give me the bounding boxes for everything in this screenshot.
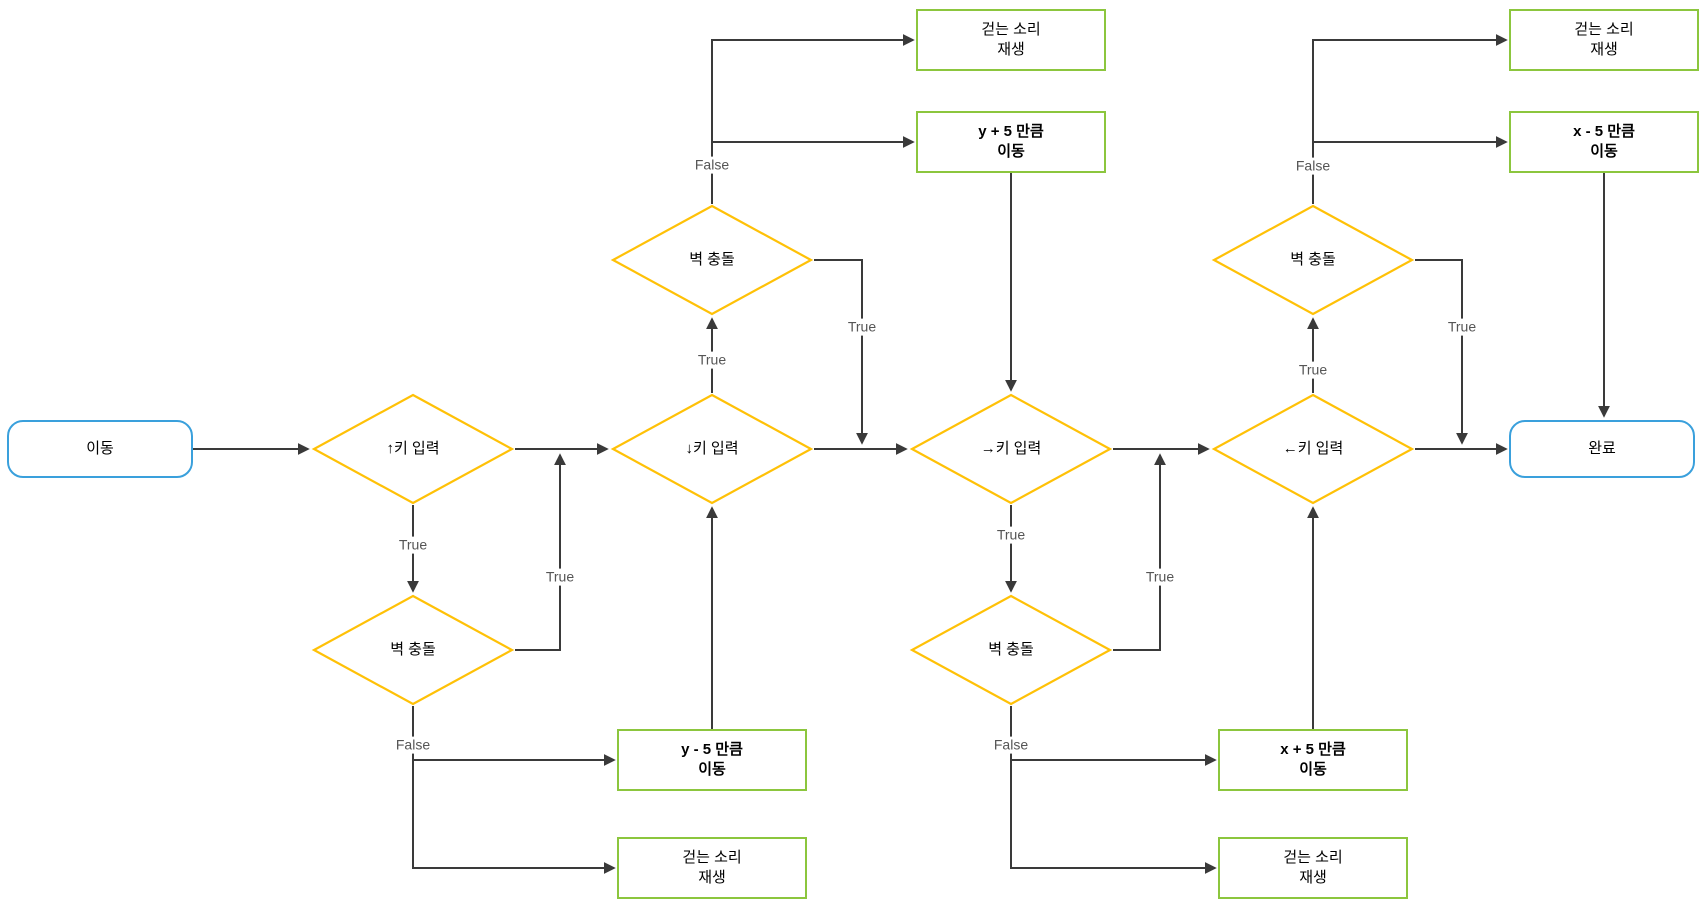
diamond-icon <box>610 204 814 316</box>
edge-wall-left-true-merge <box>1415 259 1468 445</box>
edge-label-wall-right-false: False <box>990 736 1032 754</box>
diamond-icon <box>909 594 1113 706</box>
node-left-key-decision[interactable]: ←키 입력 <box>1211 393 1415 505</box>
node-move-x-plus-label: x + 5 만큼 이동 <box>1280 740 1346 778</box>
node-up-key-decision[interactable]: ↑키 입력 <box>311 393 515 505</box>
node-move-y-minus-label: y - 5 만큼 이동 <box>681 740 743 778</box>
edge-wall-up-false-to-sound <box>412 706 616 874</box>
node-start-label: 이동 <box>86 439 114 457</box>
node-right-key-label: →키 입력 <box>980 439 1042 457</box>
node-move-x-minus-label: x - 5 만큼 이동 <box>1573 122 1635 160</box>
edge-label-wall-up-false: False <box>392 736 434 754</box>
node-play-sound-up[interactable]: 걷는 소리 재생 <box>617 837 807 899</box>
edge-label-left-key-true: True <box>1295 361 1331 379</box>
node-play-sound-left[interactable]: 걷는 소리 재생 <box>1509 9 1699 71</box>
node-start[interactable]: 이동 <box>7 420 193 478</box>
diamond-icon <box>311 594 515 706</box>
edge-wall-right-true-merge <box>1113 453 1166 651</box>
node-wall-right-label: 벽 충돌 <box>988 640 1034 658</box>
node-wall-down-label: 벽 충돌 <box>689 250 735 268</box>
node-wall-left-decision[interactable]: 벽 충돌 <box>1211 204 1415 316</box>
edge-label-wall-up-merge-true: True <box>542 568 578 586</box>
diamond-icon <box>1211 204 1415 316</box>
node-play-sound-down[interactable]: 걷는 소리 재생 <box>916 9 1106 71</box>
node-up-key-label: ↑키 입력 <box>386 439 440 457</box>
node-move-y-minus[interactable]: y - 5 만큼 이동 <box>617 729 807 791</box>
node-right-key-decision[interactable]: →키 입력 <box>909 393 1113 505</box>
node-play-sound-left-label: 걷는 소리 재생 <box>1574 20 1634 58</box>
edge-label-down-key-true: True <box>694 351 730 369</box>
edge-wall-down-true-merge <box>814 259 868 445</box>
node-left-key-label: ←키 입력 <box>1282 439 1344 457</box>
node-move-y-plus[interactable]: y + 5 만큼 이동 <box>916 111 1106 173</box>
node-move-x-minus[interactable]: x - 5 만큼 이동 <box>1509 111 1699 173</box>
node-wall-up-label: 벽 충돌 <box>390 640 436 658</box>
edge-wall-left-false-to-sound <box>1312 34 1508 204</box>
node-play-sound-right[interactable]: 걷는 소리 재생 <box>1218 837 1408 899</box>
edge-label-wall-down-merge-true: True <box>844 318 880 336</box>
edge-wall-right-false-to-sound <box>1010 706 1217 874</box>
node-down-key-label: ↓키 입력 <box>685 439 739 457</box>
edge-label-wall-left-merge-true: True <box>1444 318 1480 336</box>
diamond-icon <box>1211 393 1415 505</box>
diamond-icon <box>610 393 814 505</box>
node-end[interactable]: 완료 <box>1509 420 1695 478</box>
node-play-sound-right-label: 걷는 소리 재생 <box>1283 848 1343 886</box>
node-down-key-decision[interactable]: ↓키 입력 <box>610 393 814 505</box>
node-wall-down-decision[interactable]: 벽 충돌 <box>610 204 814 316</box>
diamond-icon <box>311 393 515 505</box>
diamond-icon <box>909 393 1113 505</box>
node-move-x-plus[interactable]: x + 5 만큼 이동 <box>1218 729 1408 791</box>
node-end-label: 완료 <box>1588 439 1616 457</box>
node-wall-right-decision[interactable]: 벽 충돌 <box>909 594 1113 706</box>
node-play-sound-up-label: 걷는 소리 재생 <box>682 848 742 886</box>
node-play-sound-down-label: 걷는 소리 재생 <box>981 20 1041 58</box>
edge-label-wall-right-merge-true: True <box>1142 568 1178 586</box>
node-wall-left-label: 벽 충돌 <box>1290 250 1336 268</box>
edge-wall-down-false-to-sound <box>711 34 915 204</box>
node-wall-up-decision[interactable]: 벽 충돌 <box>311 594 515 706</box>
edge-label-wall-down-false: False <box>691 156 733 174</box>
edge-wall-up-true-merge <box>515 453 566 651</box>
edge-label-right-key-true: True <box>993 526 1029 544</box>
node-move-y-plus-label: y + 5 만큼 이동 <box>978 122 1044 160</box>
edge-label-up-key-true: True <box>395 536 431 554</box>
edge-label-wall-left-false: False <box>1292 157 1334 175</box>
